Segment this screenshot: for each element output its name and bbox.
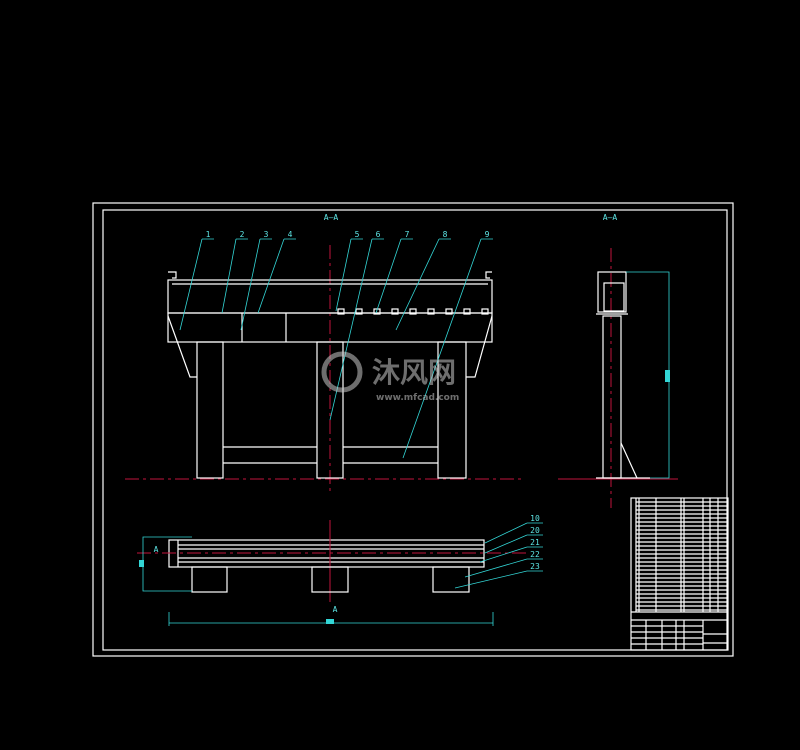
balloon: 2 xyxy=(221,230,248,314)
leg-middle xyxy=(316,341,344,479)
balloon-label: 22 xyxy=(530,550,540,559)
height-dimension xyxy=(626,271,670,479)
leg-right xyxy=(437,341,467,479)
balloon-label: 9 xyxy=(485,230,490,239)
watermark: 沐风网 www.mfcad.com xyxy=(321,351,459,403)
foot xyxy=(191,566,228,593)
bolt-icon xyxy=(355,308,363,315)
balloon: 20 xyxy=(484,526,543,554)
watermark-brand: 沐风网 xyxy=(372,356,456,389)
section-mark-bottom: A xyxy=(333,605,338,614)
side-view-title: A—A xyxy=(603,213,618,222)
leg-left xyxy=(196,341,224,479)
left-bracket xyxy=(167,315,197,378)
balloon: 23 xyxy=(454,562,543,589)
bolt-icon xyxy=(463,308,471,315)
bolt-icon xyxy=(481,308,489,315)
balloon: 10 xyxy=(484,514,543,544)
balloon: 8 xyxy=(395,230,451,331)
bolt-icon xyxy=(445,308,453,315)
foot xyxy=(311,566,349,593)
balloon: 22 xyxy=(464,550,543,578)
outer-frame xyxy=(92,202,734,657)
bolt-icon xyxy=(427,308,435,315)
balloon-label: 21 xyxy=(530,538,540,547)
balloon-label: 1 xyxy=(206,230,211,239)
balloon: 7 xyxy=(375,230,413,314)
right-bracket xyxy=(466,315,493,378)
balloon-label: 3 xyxy=(264,230,269,239)
plan-view: A A 10 20 21 22 23 xyxy=(137,514,543,626)
section-mark-left: A xyxy=(154,545,159,554)
balloon-label: 6 xyxy=(376,230,381,239)
front-view-title: A—A xyxy=(324,213,339,222)
lower-braces xyxy=(223,446,438,464)
side-column xyxy=(602,315,622,479)
balloon-label: 5 xyxy=(355,230,360,239)
bolt-icon xyxy=(409,308,417,315)
side-beam xyxy=(597,271,627,313)
balloon-label: 20 xyxy=(530,526,540,535)
side-view: A—A xyxy=(558,213,678,508)
balloon: 1 xyxy=(179,230,214,331)
balloon-label: 23 xyxy=(530,562,540,571)
watermark-logo-icon xyxy=(321,351,363,393)
title-block xyxy=(630,497,729,651)
balloon: 5 xyxy=(335,230,363,312)
bolt-icon xyxy=(391,308,399,315)
foot xyxy=(432,566,470,593)
balloon-label: 10 xyxy=(530,514,540,523)
balloon-label: 8 xyxy=(443,230,448,239)
balloon: 21 xyxy=(479,538,543,563)
balloon: 3 xyxy=(240,230,272,331)
front-view: A—A 1 2 3 4 5 6 7 8 9 xyxy=(125,213,525,492)
bolt-icon xyxy=(337,308,345,315)
balloon-label: 4 xyxy=(288,230,293,239)
inner-frame xyxy=(102,209,728,651)
balloon-label: 2 xyxy=(240,230,245,239)
watermark-url: www.mfcad.com xyxy=(376,393,459,403)
balloon-label: 7 xyxy=(405,230,410,239)
balloon: 9 xyxy=(402,230,493,459)
beam-ears xyxy=(168,271,492,279)
balloon: 4 xyxy=(257,230,296,314)
